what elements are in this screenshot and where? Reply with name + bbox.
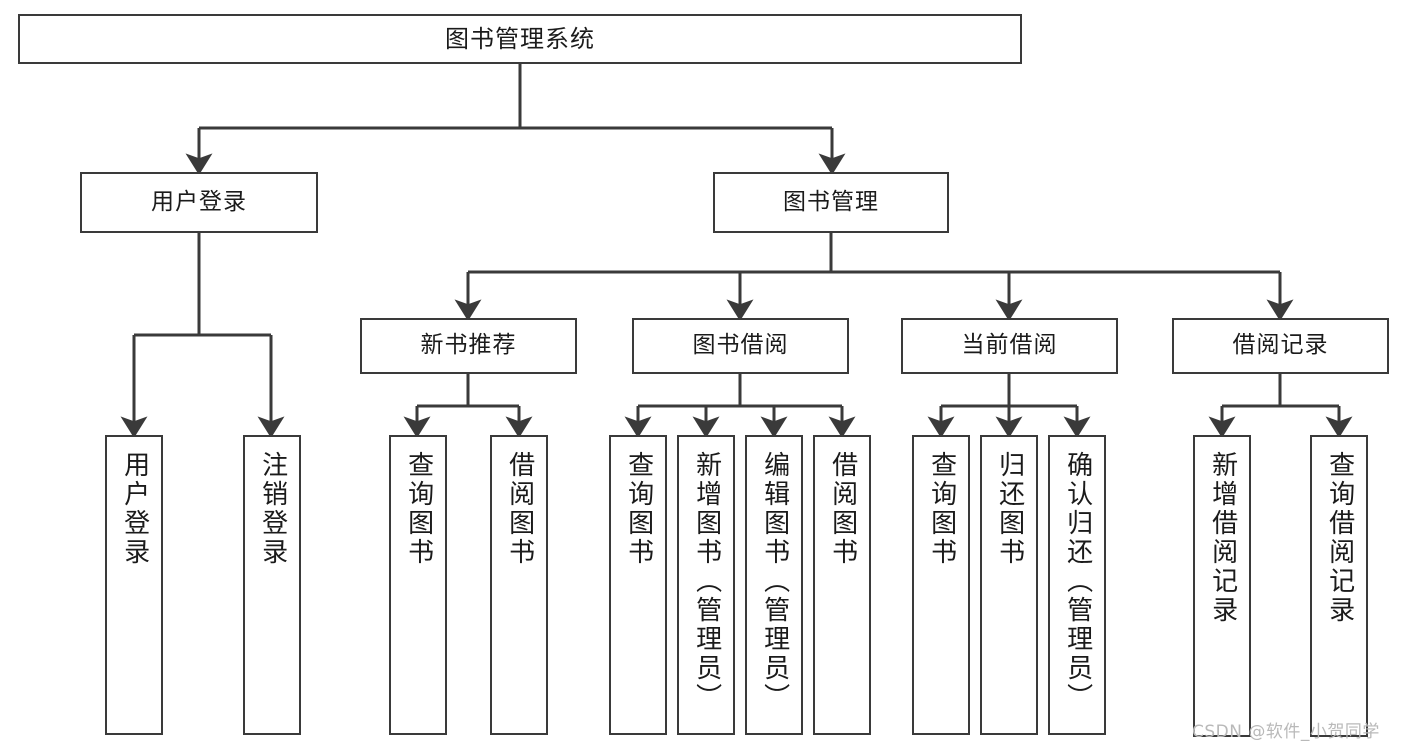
node-user-login[interactable]: 用户登录	[80, 172, 318, 233]
leaf-label: 借阅图书	[504, 451, 535, 567]
leaf-label: 查询图书	[926, 451, 957, 567]
node-book-borrow[interactable]: 图书借阅	[632, 318, 849, 374]
leaf-label: 注销登录	[257, 451, 288, 567]
leaf-add-borrow-record[interactable]: 新增借阅记录	[1193, 435, 1251, 737]
leaf-label: 确认归还（管理员）	[1062, 451, 1093, 712]
leaf-return-book[interactable]: 归还图书	[980, 435, 1038, 735]
leaf-label: 用户登录	[119, 451, 150, 567]
leaf-query-book-borrow[interactable]: 查询图书	[609, 435, 667, 735]
node-book-management[interactable]: 图书管理	[713, 172, 949, 233]
leaf-confirm-return-admin[interactable]: 确认归还（管理员）	[1048, 435, 1106, 735]
leaf-label: 新增借阅记录	[1207, 451, 1238, 625]
leaf-logout[interactable]: 注销登录	[243, 435, 301, 735]
node-current-borrow[interactable]: 当前借阅	[901, 318, 1118, 374]
leaf-query-book-recommend[interactable]: 查询图书	[389, 435, 447, 735]
leaf-edit-book-admin[interactable]: 编辑图书（管理员）	[745, 435, 803, 735]
leaf-label: 查询图书	[623, 451, 654, 567]
leaf-user-login[interactable]: 用户登录	[105, 435, 163, 735]
csdn-watermark: CSDN @软件_小贺同学	[1192, 722, 1380, 742]
leaf-label: 借阅图书	[827, 451, 858, 567]
node-new-book-recommend[interactable]: 新书推荐	[360, 318, 577, 374]
node-borrow-record[interactable]: 借阅记录	[1172, 318, 1389, 374]
leaf-label: 编辑图书（管理员）	[759, 451, 790, 712]
leaf-label: 新增图书（管理员）	[691, 451, 722, 712]
node-root-system[interactable]: 图书管理系统	[18, 14, 1022, 64]
leaf-query-book-current[interactable]: 查询图书	[912, 435, 970, 735]
leaf-label: 归还图书	[994, 451, 1025, 567]
leaf-add-book-admin[interactable]: 新增图书（管理员）	[677, 435, 735, 735]
leaf-borrow-book-recommend[interactable]: 借阅图书	[490, 435, 548, 735]
leaf-label: 查询借阅记录	[1324, 451, 1355, 625]
leaf-query-borrow-record[interactable]: 查询借阅记录	[1310, 435, 1368, 737]
leaf-borrow-book[interactable]: 借阅图书	[813, 435, 871, 735]
leaf-label: 查询图书	[403, 451, 434, 567]
